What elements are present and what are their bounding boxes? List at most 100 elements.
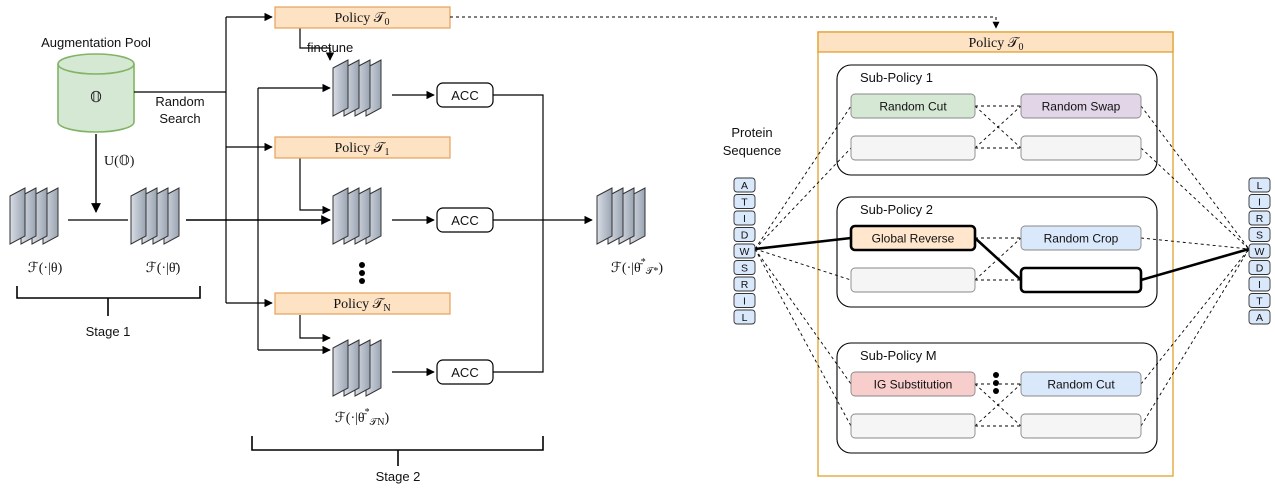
acc-merge-line: [493, 94, 544, 373]
input-residue: W: [733, 243, 756, 259]
input-residue-letter: S: [741, 263, 748, 275]
operation-box-label: Random Swap: [1042, 100, 1121, 114]
output-residue-letter: R: [1256, 213, 1264, 225]
empty-operation-box: [850, 413, 976, 439]
selected-path: [974, 237, 1022, 281]
svg-text:Policy 𝒯0: Policy 𝒯0: [334, 11, 389, 28]
operation-box-label: Random Cut: [1047, 378, 1115, 392]
routing-line: [754, 147, 852, 250]
routing-line: [1140, 248, 1250, 427]
stage2-label: Stage 2: [376, 469, 421, 484]
operation-box-label: Random Cut: [879, 100, 947, 114]
policyN-to-model-arrow: [299, 315, 331, 343]
operation-box-label: Global Reverse: [872, 232, 955, 246]
output-residue-box: [1248, 210, 1271, 226]
output-residue-letter: S: [1256, 230, 1263, 242]
output-residue-box: [1248, 309, 1271, 325]
input-residue-letter: I: [743, 296, 746, 308]
routing-line: [1140, 237, 1250, 250]
output-residue: R: [1248, 210, 1271, 226]
input-residue-box: [733, 227, 756, 242]
acc-box-N: ACC: [436, 359, 494, 385]
protein-sequence-label-1: Protein: [731, 125, 772, 140]
sub-policy-1: Sub-Policy 1 Random Cut Random Swap: [836, 64, 1158, 176]
routing-line: [1140, 248, 1250, 385]
model-layer: [332, 59, 349, 117]
acc-box-1: ACC: [436, 207, 494, 233]
policy-1-sub: 1: [385, 147, 390, 158]
vertical-ellipsis-dot: [993, 380, 999, 386]
operation-box: [849, 224, 977, 252]
finetune-label: finetune: [307, 40, 353, 55]
output-residue-box: [1248, 276, 1271, 292]
output-residue-letter: T: [1256, 296, 1263, 308]
empty-operation-box: [850, 135, 976, 161]
stage1-bracket: [16, 286, 201, 299]
acc-label-N: ACC: [451, 365, 478, 380]
model-layer: [130, 187, 147, 245]
acc-label-1: ACC: [451, 213, 478, 228]
stage1-label: Stage 1: [86, 324, 131, 339]
policy-0-sub: 0: [385, 17, 390, 28]
policy-detail-title: Policy 𝒯0: [968, 36, 1023, 53]
policy-detail-title-text: Policy: [968, 36, 1004, 51]
svg-text:Policy 𝒯N: Policy 𝒯N: [333, 297, 390, 314]
input-residue-box: [733, 276, 756, 292]
policy-detail-sub: 0: [1019, 42, 1024, 53]
output-residue: W: [1248, 243, 1271, 259]
sub-policy-frame: [836, 196, 1158, 308]
vertical-ellipsis-dot: [359, 270, 365, 276]
output-residue-box: [1248, 243, 1271, 259]
svg-text:Policy 𝒯1: Policy 𝒯1: [334, 141, 389, 158]
random-search-label-1: Random: [155, 94, 204, 109]
policy0-to-detail-arrow: [450, 16, 1000, 29]
input-residue: T: [733, 194, 756, 209]
input-residue-box: [733, 177, 756, 193]
empty-operation-box: [1019, 266, 1143, 294]
output-residue: L: [1248, 177, 1271, 193]
output-residue-box: [1248, 177, 1271, 193]
vertical-ellipsis-dot: [993, 372, 999, 378]
input-residue-box: [733, 309, 756, 325]
output-residue-box: [1248, 194, 1271, 209]
output-residue-letter: L: [1257, 180, 1263, 192]
input-residue: S: [733, 260, 756, 275]
policy-N-box: Policy 𝒯N: [274, 292, 451, 315]
input-residue: R: [733, 276, 756, 292]
augmentation-pool-label: Augmentation Pool: [41, 35, 151, 50]
operation-box-label: IG Substitution: [874, 378, 953, 392]
routing-line: [974, 383, 1022, 427]
sub-policy-title: Sub-Policy 1: [860, 70, 933, 85]
operation-box-label: Random Crop: [1044, 232, 1119, 246]
input-residue-box: [733, 293, 756, 308]
model-theta-tn-label: ℱ(·|θ̄*𝒯N): [335, 407, 390, 428]
routing-line: [1140, 147, 1250, 250]
model-layer: [332, 187, 349, 245]
policy-0-name: Policy: [334, 11, 370, 26]
input-residue-letter: I: [743, 213, 746, 225]
vertical-ellipsis-dot: [359, 278, 365, 284]
sub-policy-3: Sub-Policy M IG Substitution Random Cut: [836, 342, 1158, 454]
output-residue: S: [1248, 227, 1271, 242]
input-residue-box: [733, 243, 756, 259]
output-residue-box: [1248, 260, 1271, 275]
input-residue: D: [733, 227, 756, 242]
policy-1-box: Policy 𝒯1: [274, 136, 451, 159]
input-residue-letter: T: [741, 197, 748, 209]
random-search-label-2: Search: [159, 111, 200, 126]
operation-box: [1020, 225, 1142, 251]
model-layer: [9, 187, 26, 245]
operation-box: [1020, 93, 1142, 119]
routing-line: [974, 105, 1022, 149]
output-residue-letter: A: [1256, 312, 1263, 324]
empty-operation-box: [1020, 135, 1142, 161]
sub-policy-title: Sub-Policy M: [860, 348, 937, 363]
sub-policy-frame: [836, 64, 1158, 176]
acc-label-0: ACC: [451, 88, 478, 103]
output-residue-letter: I: [1258, 279, 1261, 291]
model-policy1-icon: [332, 187, 382, 245]
